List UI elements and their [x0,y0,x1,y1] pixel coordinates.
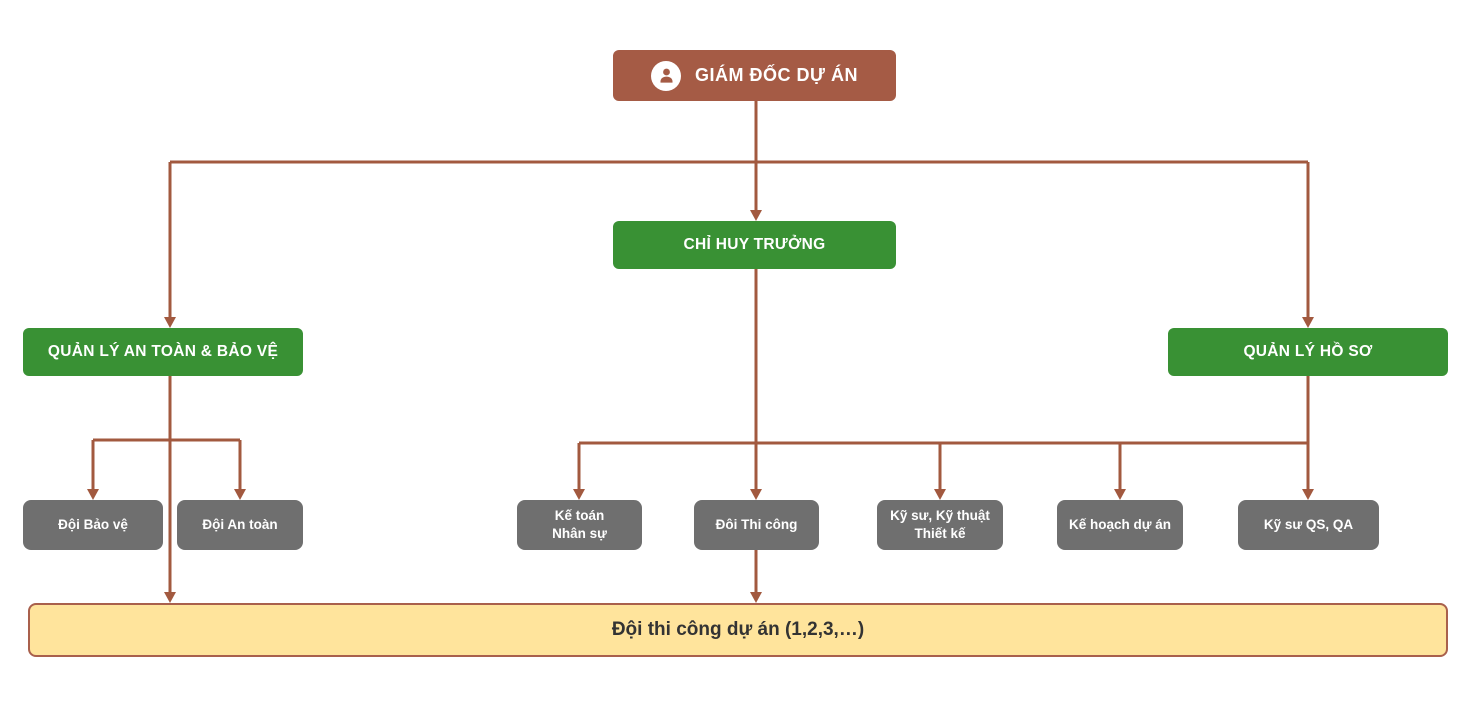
construction-teams-label: Đội thi công dự án (1,2,3,…) [611,619,865,640]
team-node-security: Đội Bảo vệ [23,500,163,550]
safety-manager-label: QUẢN LÝ AN TOÀN & BẢO VỆ [47,343,279,360]
team-node-accounting-hr: Kế toán Nhân sự [517,500,642,550]
team-node-construction: Đôi Thi công [694,500,819,550]
team-node-planning: Kế hoạch dự án [1057,500,1183,550]
commander-label: CHỈ HUY TRƯỞNG [683,236,826,253]
team-label: Đội An toàn [202,517,278,533]
records-manager-label: QUẢN LÝ HỒ SƠ [1243,343,1373,360]
commander-node: CHỈ HUY TRƯỞNG [613,221,896,269]
team-label: Kế hoạch dự án [1068,517,1172,533]
safety-manager-node: QUẢN LÝ AN TOÀN & BẢO VỆ [23,328,303,376]
director-label: GIÁM ĐỐC DỰ ÁN [695,65,858,85]
director-node: GIÁM ĐỐC DỰ ÁN [613,50,896,101]
person-icon [651,60,682,91]
construction-teams-node: Đội thi công dự án (1,2,3,…) [28,603,1448,657]
team-label: Kỹ sư, Kỹ thuật Thiết kế [890,508,990,541]
team-label: Đôi Thi công [715,517,798,533]
records-manager-node: QUẢN LÝ HỒ SƠ [1168,328,1448,376]
team-node-qs-qa: Kỹ sư QS, QA [1238,500,1379,550]
team-node-safety: Đội An toàn [177,500,303,550]
team-label: Kỹ sư QS, QA [1263,517,1354,533]
team-label: Đội Bảo vệ [58,517,128,533]
team-node-design-engineers: Kỹ sư, Kỹ thuật Thiết kế [877,500,1003,550]
team-label: Kế toán Nhân sự [552,508,607,541]
